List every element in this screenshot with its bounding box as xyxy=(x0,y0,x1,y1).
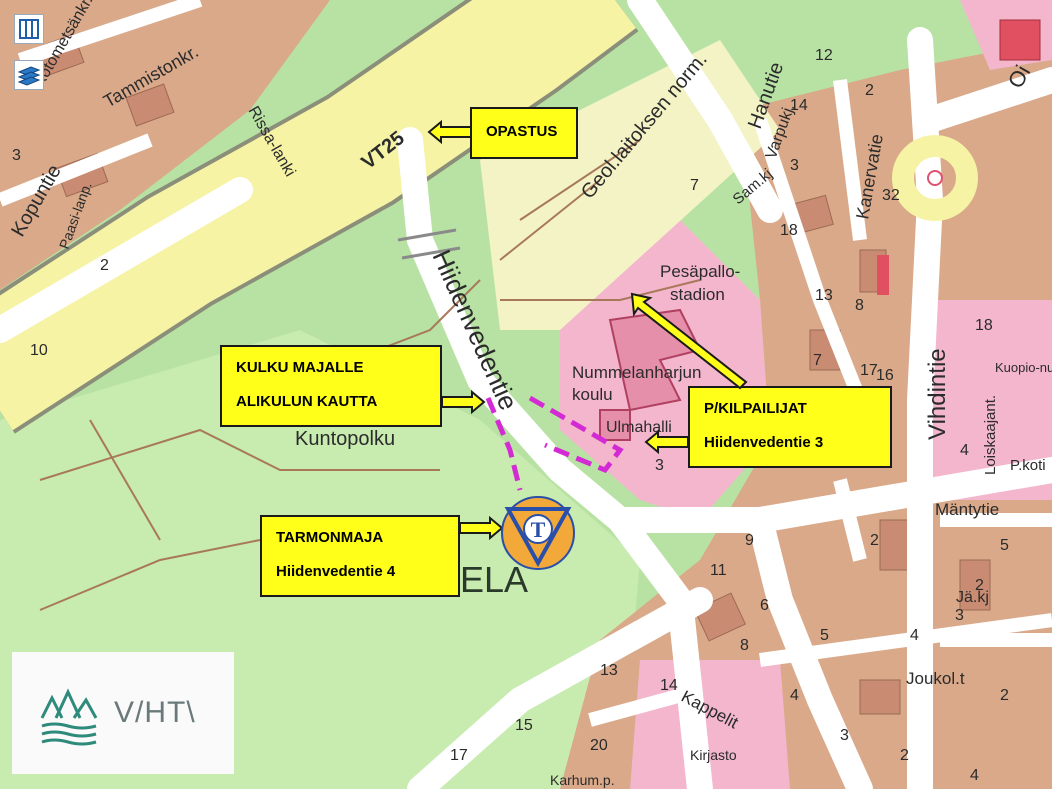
house-number: 6 xyxy=(760,597,769,614)
walking-route xyxy=(485,397,523,491)
label-kuopio: Kuopio-numme-koulu xyxy=(995,360,1052,375)
house-number: 16 xyxy=(876,367,894,384)
highway-vt25 xyxy=(0,0,636,431)
kilpailijat-callout: P/KILPAILIJAT Hiidenvedentie 3 xyxy=(688,386,892,468)
label-pkoti: P.koti xyxy=(1010,457,1046,474)
house-number: 10 xyxy=(30,342,48,359)
house-number: 2 xyxy=(870,532,879,549)
house-number: 20 xyxy=(590,737,608,754)
school-area-east xyxy=(930,300,1052,500)
label-ulmahalli: Ulmahalli xyxy=(606,419,672,436)
kulku-majalle-callout: KULKU MAJALLE ALIKULUN KAUTTA xyxy=(220,345,442,427)
house-number: 32 xyxy=(882,187,900,204)
tarmonmaja-callout: TARMONMAJA Hiidenvedentie 4 xyxy=(260,515,460,597)
house-number: 4 xyxy=(910,627,919,644)
opastus-callout: OPASTUS xyxy=(470,107,578,159)
house-number: 3 xyxy=(12,147,21,164)
house-number: 17 xyxy=(450,747,468,764)
house-number: 13 xyxy=(815,287,833,304)
stadium-pointer-arrow-icon xyxy=(630,292,748,390)
label-koulu: koulu xyxy=(572,385,613,404)
house-number: 14 xyxy=(660,677,678,694)
house-number: 7 xyxy=(690,177,699,194)
house-number: 2 xyxy=(1000,687,1009,704)
vihti-crest-icon xyxy=(40,688,98,746)
kilpailijat-line2: Hiidenvedentie 3 xyxy=(704,434,824,451)
house-number: 12 xyxy=(815,47,833,64)
label-mantytie: Mäntytie xyxy=(935,500,999,519)
label-jakj: Jä.kj xyxy=(956,589,989,606)
house-number: 4 xyxy=(960,442,969,459)
columns-icon xyxy=(19,19,39,39)
label-kirjasto: Kirjasto xyxy=(690,747,737,763)
house-number: 3 xyxy=(790,157,799,174)
label-kuntopolku: Kuntopolku xyxy=(295,428,395,450)
label-pesapallo: Pesäpallo- xyxy=(660,262,740,281)
house-number: 18 xyxy=(975,317,993,334)
house-number: 2 xyxy=(865,82,874,99)
house-numbers: 3210121427318321381871716431191314171520… xyxy=(12,47,1009,784)
vihti-logo: V/HT\ xyxy=(12,652,234,774)
vihti-logo-text: V/HT\ xyxy=(114,696,196,729)
layers-button[interactable] xyxy=(14,60,44,90)
opastus-label: OPASTUS xyxy=(486,123,558,140)
label-vihdintie: Vihdintie xyxy=(924,348,951,440)
residential-block-nw xyxy=(0,0,330,290)
house-number: 2 xyxy=(900,747,909,764)
red-building xyxy=(877,255,889,295)
house-number: 17 xyxy=(860,362,878,379)
house-number: 7 xyxy=(813,352,822,369)
house-number: 4 xyxy=(790,687,799,704)
opastus-arrow-icon xyxy=(427,120,472,144)
kulku-line2: ALIKULUN KAUTTA xyxy=(236,393,378,410)
club-emblem-letter: T xyxy=(531,517,546,542)
house-number: 2 xyxy=(975,577,984,594)
house-number: 4 xyxy=(970,767,979,784)
roundabout xyxy=(892,135,978,221)
columns-view-button[interactable] xyxy=(14,14,44,44)
house-number: 2 xyxy=(100,257,109,274)
layers-icon xyxy=(17,66,41,86)
underpass xyxy=(397,228,461,260)
kulku-arrow-icon xyxy=(441,390,486,414)
roundabout-center xyxy=(927,170,943,186)
kilpailijat-arrow-icon xyxy=(644,430,689,454)
kilpailijat-line1: P/KILPAILIJAT xyxy=(704,400,807,417)
label-loiskaajant: Loiskaajant. xyxy=(982,395,999,475)
side-streets xyxy=(0,0,1052,727)
label-joukolt: Joukol.t xyxy=(906,669,965,688)
label-stadion: stadion xyxy=(670,285,725,304)
label-karhump: Karhum.p. xyxy=(550,772,615,788)
house-number: 18 xyxy=(780,222,798,239)
tarmonmaja-line1: TARMONMAJA xyxy=(276,529,384,546)
club-emblem-icon[interactable]: T xyxy=(500,495,576,571)
house-number: 8 xyxy=(855,297,864,314)
house-number: 5 xyxy=(1000,537,1009,554)
house-number: 9 xyxy=(745,532,754,549)
tarmonmaja-arrow-icon xyxy=(459,516,504,540)
house-number: 8 xyxy=(740,637,749,654)
house-number: 3 xyxy=(955,607,964,624)
house-number: 14 xyxy=(790,97,808,114)
parking-route xyxy=(528,395,624,474)
label-nummela: Nummelanharjun xyxy=(572,363,701,382)
kulku-line1: KULKU MAJALLE xyxy=(236,359,364,376)
house-number: 11 xyxy=(710,562,727,579)
house-number: 13 xyxy=(600,662,618,679)
house-number: 5 xyxy=(820,627,829,644)
label-ela: ELA xyxy=(460,559,528,600)
house-number: 3 xyxy=(840,727,849,744)
house-number: 3 xyxy=(655,457,664,474)
tarmonmaja-line2: Hiidenvedentie 4 xyxy=(276,563,396,580)
house-number: 15 xyxy=(515,717,533,734)
